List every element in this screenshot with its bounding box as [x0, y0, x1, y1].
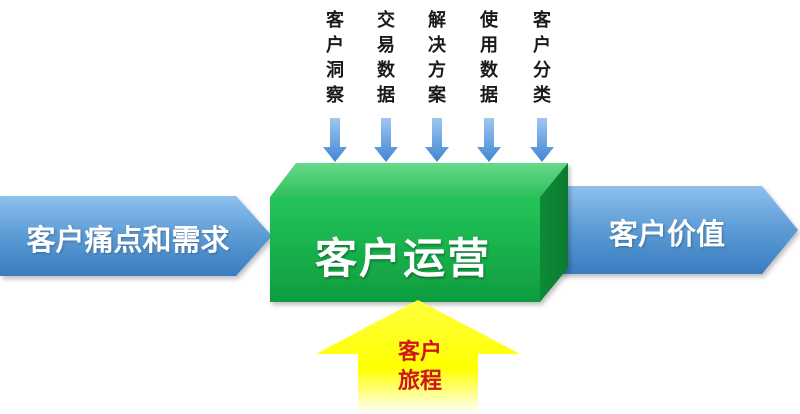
input-label-usage-data: 使用数据 — [474, 8, 504, 108]
input-label-text: 使用数据 — [480, 10, 498, 106]
input-label-customer-segmentation: 客户分类 — [527, 8, 557, 108]
input-label-text: 解决方案 — [428, 10, 446, 106]
input-arrow — [374, 118, 398, 162]
right-arrow-label: 客户价值 — [608, 217, 725, 251]
input-arrow — [477, 118, 501, 162]
right-arrow-shape — [560, 186, 798, 274]
center-box-label: 客户运营 — [314, 234, 491, 283]
input-label-customer-insight: 客户洞察 — [320, 8, 350, 108]
input-label-transaction-data: 交易数据 — [371, 8, 401, 108]
center-box-front — [270, 197, 540, 302]
bottom-arrow-label: 客户旅程 — [370, 338, 470, 396]
center-box-shape — [270, 163, 568, 302]
left-arrow-label: 客户痛点和需求 — [26, 223, 230, 257]
input-arrow — [530, 118, 554, 162]
input-label-text: 交易数据 — [377, 10, 395, 106]
left-arrow-shape — [0, 196, 272, 276]
input-label-text: 客户分类 — [533, 10, 551, 106]
input-arrow — [425, 118, 449, 162]
center-box-top — [270, 163, 568, 197]
bottom-arrow-shape — [316, 300, 520, 414]
input-label-text: 客户洞察 — [326, 10, 344, 106]
input-label-solution: 解决方案 — [422, 8, 452, 108]
bottom-arrow-label-text: 客户旅程 — [397, 340, 442, 394]
center-box-side — [540, 163, 568, 302]
input-arrow — [323, 118, 347, 162]
